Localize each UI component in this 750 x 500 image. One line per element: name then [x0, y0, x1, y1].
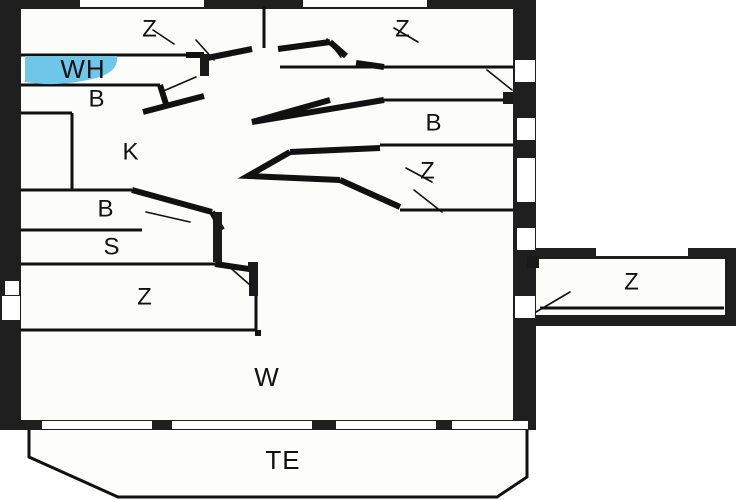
room-label-bedroom-annex: Z: [624, 268, 640, 295]
room-label-water-heater: WH: [60, 54, 105, 84]
door-swings: [145, 27, 571, 313]
room-label-living-room: W: [254, 362, 280, 392]
room-label-bedroom-lower-left: Z: [137, 283, 153, 310]
room-label-bathroom-left: B: [97, 195, 114, 222]
room-label-sauna: S: [103, 233, 120, 260]
water-heater-highlight: [25, 56, 118, 85]
room-label-bathroom-right: B: [425, 109, 442, 136]
room-label-bathroom-upper: B: [88, 85, 105, 112]
room-label-kitchen: K: [122, 138, 139, 165]
corridor-walls: [131, 39, 402, 336]
interior-walls: [21, 6, 724, 332]
room-label-bedroom-mid-right: Z: [420, 157, 436, 184]
room-label-terrace: TE: [265, 445, 300, 475]
room-labels: Z Z WH B K B Z B S Z Z W TE: [60, 15, 640, 475]
door-jambs: [200, 54, 539, 296]
room-label-bedroom-top-right: Z: [395, 15, 411, 42]
window-openings: [2, 0, 688, 429]
room-label-bedroom-top-left: Z: [142, 15, 158, 42]
